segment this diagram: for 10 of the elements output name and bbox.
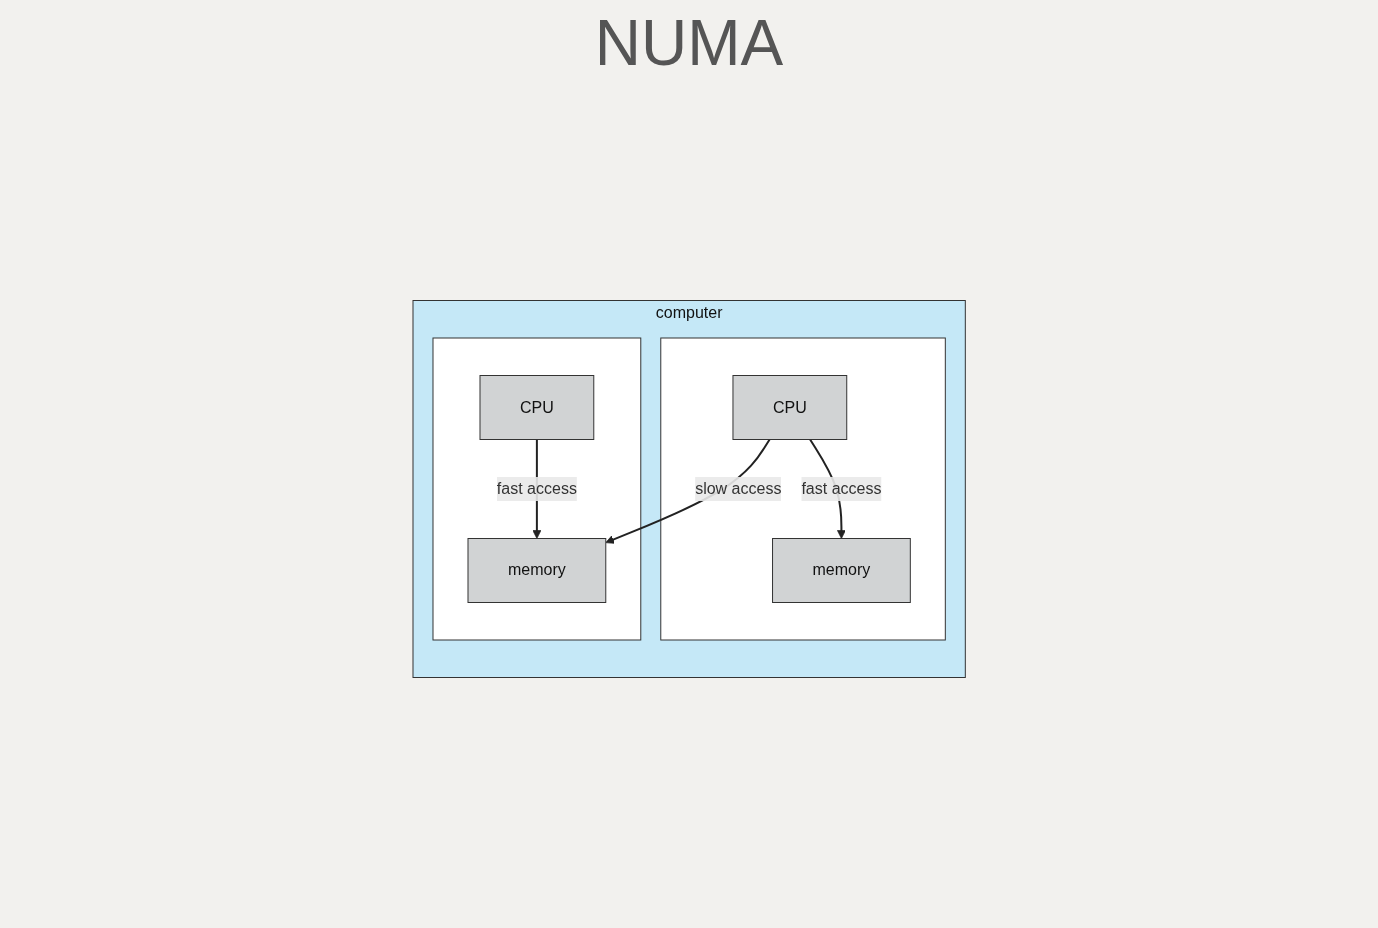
edge-label: fast access (496, 480, 577, 497)
cluster (660, 337, 946, 641)
node-box: CPU (479, 375, 595, 440)
cluster (432, 337, 642, 641)
edge-label: fast access (801, 480, 882, 497)
node-box: CPU (732, 375, 848, 440)
edge-label: slow access (695, 480, 782, 497)
diagram-title: NUMA (593, 6, 785, 80)
node-box: memory (771, 538, 911, 603)
node-box: memory (467, 538, 607, 603)
